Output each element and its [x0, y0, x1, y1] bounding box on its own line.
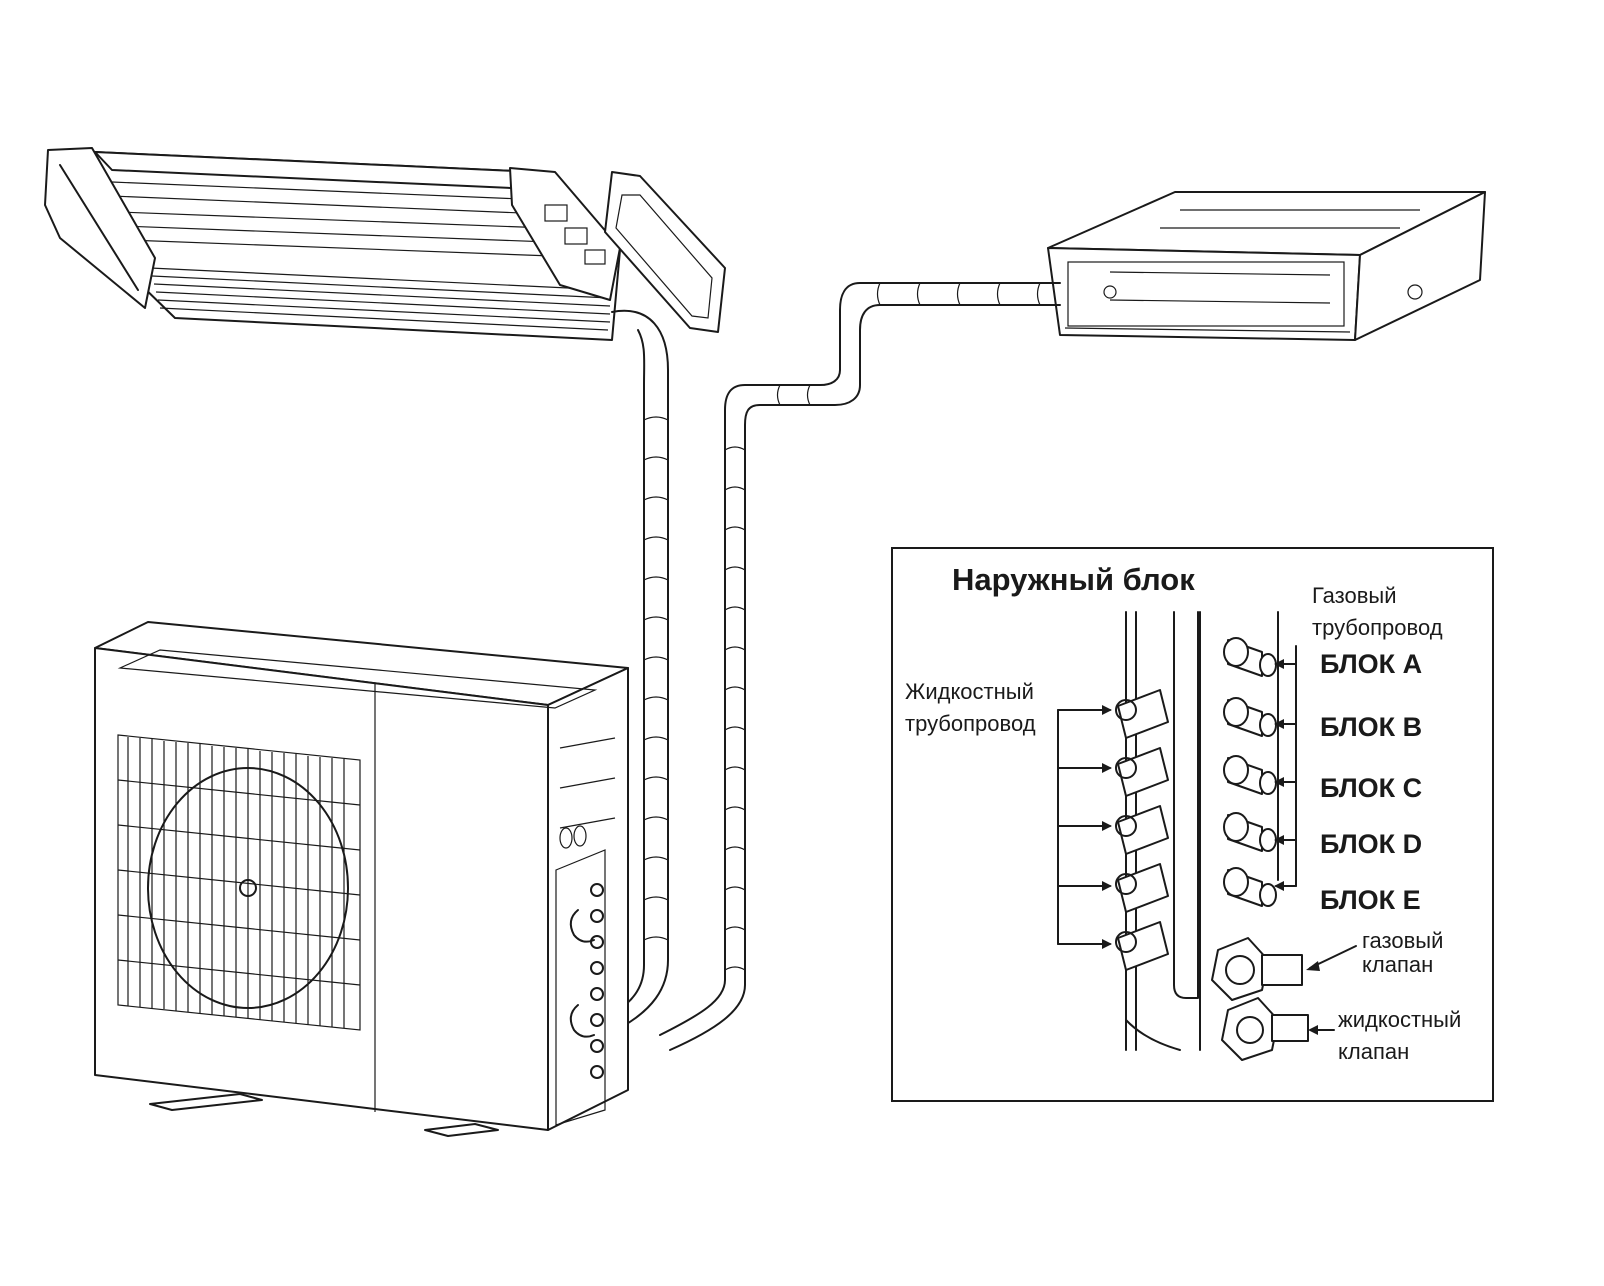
liquid-port-b	[1115, 747, 1169, 797]
gas-pipe-label-line2: трубопровод	[1312, 615, 1443, 640]
gas-port-d	[1223, 812, 1277, 852]
gas-port-e	[1223, 867, 1277, 907]
liquid-port-e	[1115, 921, 1169, 971]
duct-pipe-insulation	[659, 282, 1061, 1051]
liquid-valve-label-line1: жидкостный	[1338, 1007, 1461, 1032]
unit-label-b: БЛОК B	[1320, 712, 1422, 742]
liquid-valve-body	[1221, 997, 1309, 1061]
outdoor-condenser-unit-icon	[94, 621, 629, 1137]
unit-label-c: БЛОК C	[1320, 773, 1422, 803]
liquid-pipe-label-line2: трубопровод	[905, 711, 1036, 736]
gas-port-b	[1223, 697, 1277, 737]
gas-port-a	[1223, 637, 1277, 677]
valve-panel	[1125, 611, 1279, 1051]
liquid-port-fittings	[1115, 689, 1169, 971]
gas-port-fittings	[1223, 637, 1277, 907]
liquid-port-d	[1115, 863, 1169, 913]
unit-label-a: БЛОК A	[1320, 649, 1422, 679]
fan-grille	[117, 734, 361, 1031]
ceiling-cassette-indoor-unit-icon	[44, 147, 726, 341]
unit-label-d: БЛОК D	[1320, 829, 1422, 859]
service-valves	[569, 883, 604, 1079]
unit-label-e: БЛОК E	[1320, 885, 1421, 915]
gas-pipe-label-line1: Газовый	[1312, 583, 1397, 608]
outdoor-unit-detail-inset: Наружный блок	[891, 547, 1494, 1102]
gas-valve-body	[1211, 937, 1303, 1001]
gas-valve-label-line1: газовый	[1362, 928, 1443, 953]
cassette-grille	[149, 267, 611, 331]
liquid-valve-label-line2: клапан	[1338, 1039, 1409, 1064]
liquid-pipe-leaders	[1057, 705, 1112, 949]
ducted-indoor-unit-icon	[1047, 191, 1486, 341]
gas-port-c	[1223, 755, 1277, 795]
liquid-port-a	[1115, 689, 1169, 739]
gas-valve-label-line2: клапан	[1362, 952, 1433, 977]
liquid-pipe-label-line1: Жидкостный	[905, 679, 1034, 704]
cassette-pipe-insulation	[611, 309, 669, 1026]
gas-pipe-leaders	[1274, 645, 1297, 891]
liquid-port-c	[1115, 805, 1169, 855]
inset-title: Наружный блок	[952, 562, 1195, 597]
